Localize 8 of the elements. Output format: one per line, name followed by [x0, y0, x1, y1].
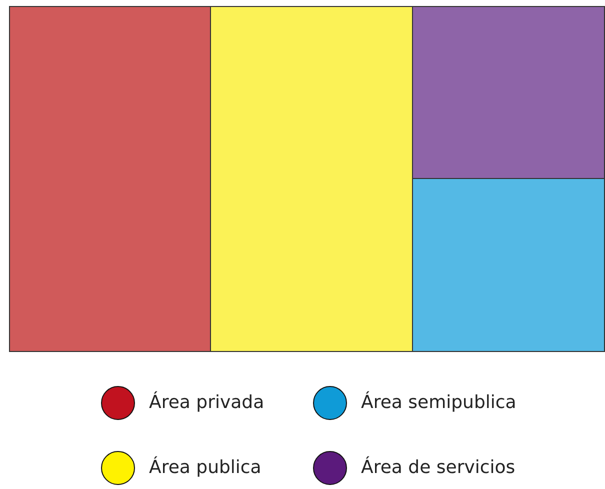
legend-label: Área publica	[149, 457, 262, 479]
legend-label: Área semipublica	[361, 392, 516, 414]
legend-label: Área privada	[149, 392, 264, 414]
floor-area	[210, 6, 413, 352]
floor-area	[412, 178, 605, 352]
floor-area	[412, 6, 605, 179]
legend-label: Área de servicios	[361, 457, 516, 479]
floor-area	[9, 6, 211, 352]
